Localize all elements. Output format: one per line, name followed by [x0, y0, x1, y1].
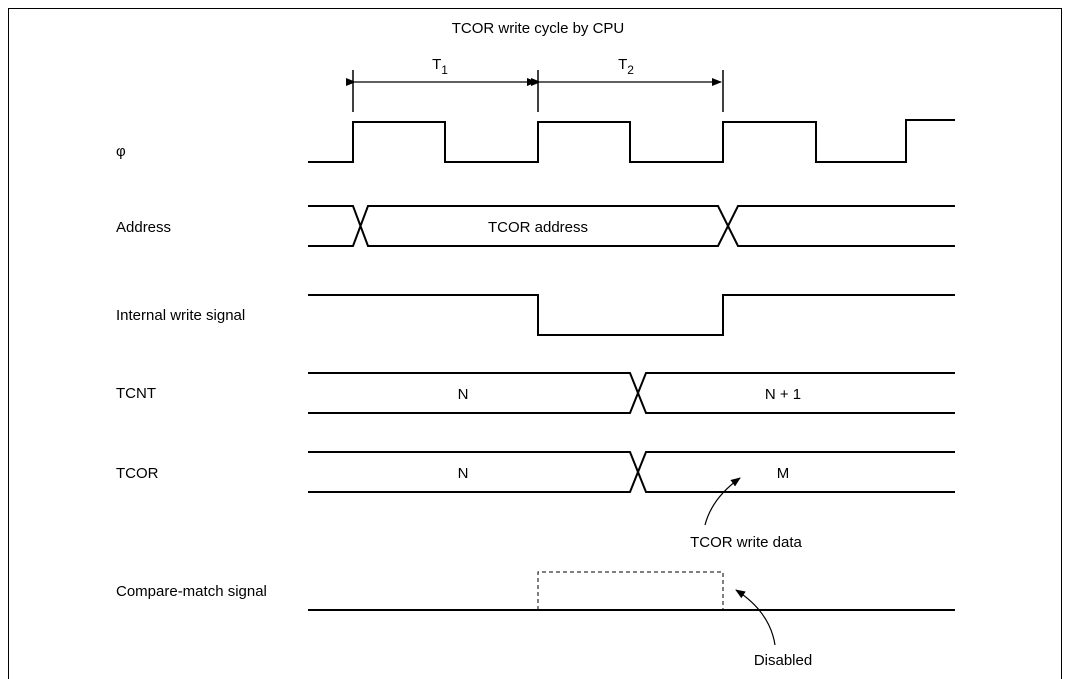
- address-label: Address: [116, 219, 171, 236]
- tcor-write-data-arrow: [704, 477, 741, 526]
- disabled-label: Disabled: [754, 652, 812, 669]
- tcnt-label: TCNT: [116, 385, 156, 402]
- tcnt-before-value: N: [458, 386, 469, 403]
- tcor-write-data-label: TCOR write data: [690, 534, 802, 551]
- clock-label: φ: [116, 143, 126, 160]
- address-waveform: [308, 205, 955, 247]
- tcor-label: TCOR: [116, 465, 159, 482]
- compare-match-disabled-pulse: [537, 571, 724, 610]
- tcor-before-value: N: [458, 465, 469, 482]
- tcor-after-value: M: [777, 465, 790, 482]
- internal-write-waveform: [308, 294, 955, 336]
- t1-dimension: [346, 70, 724, 112]
- t2-label: T2: [618, 56, 634, 77]
- address-value: TCOR address: [488, 219, 588, 236]
- compare-match-label: Compare-match signal: [116, 583, 267, 600]
- t1-label: T1: [432, 56, 448, 77]
- disabled-arrow: [735, 589, 776, 646]
- tcor-waveform: [308, 451, 955, 493]
- internal-write-label: Internal write signal: [116, 307, 245, 324]
- tcnt-waveform: [308, 372, 955, 414]
- diagram-title: TCOR write cycle by CPU: [452, 20, 625, 37]
- clock-waveform: [308, 119, 955, 163]
- figure-frame: [8, 8, 1062, 679]
- tcnt-after-value: N + 1: [765, 386, 801, 403]
